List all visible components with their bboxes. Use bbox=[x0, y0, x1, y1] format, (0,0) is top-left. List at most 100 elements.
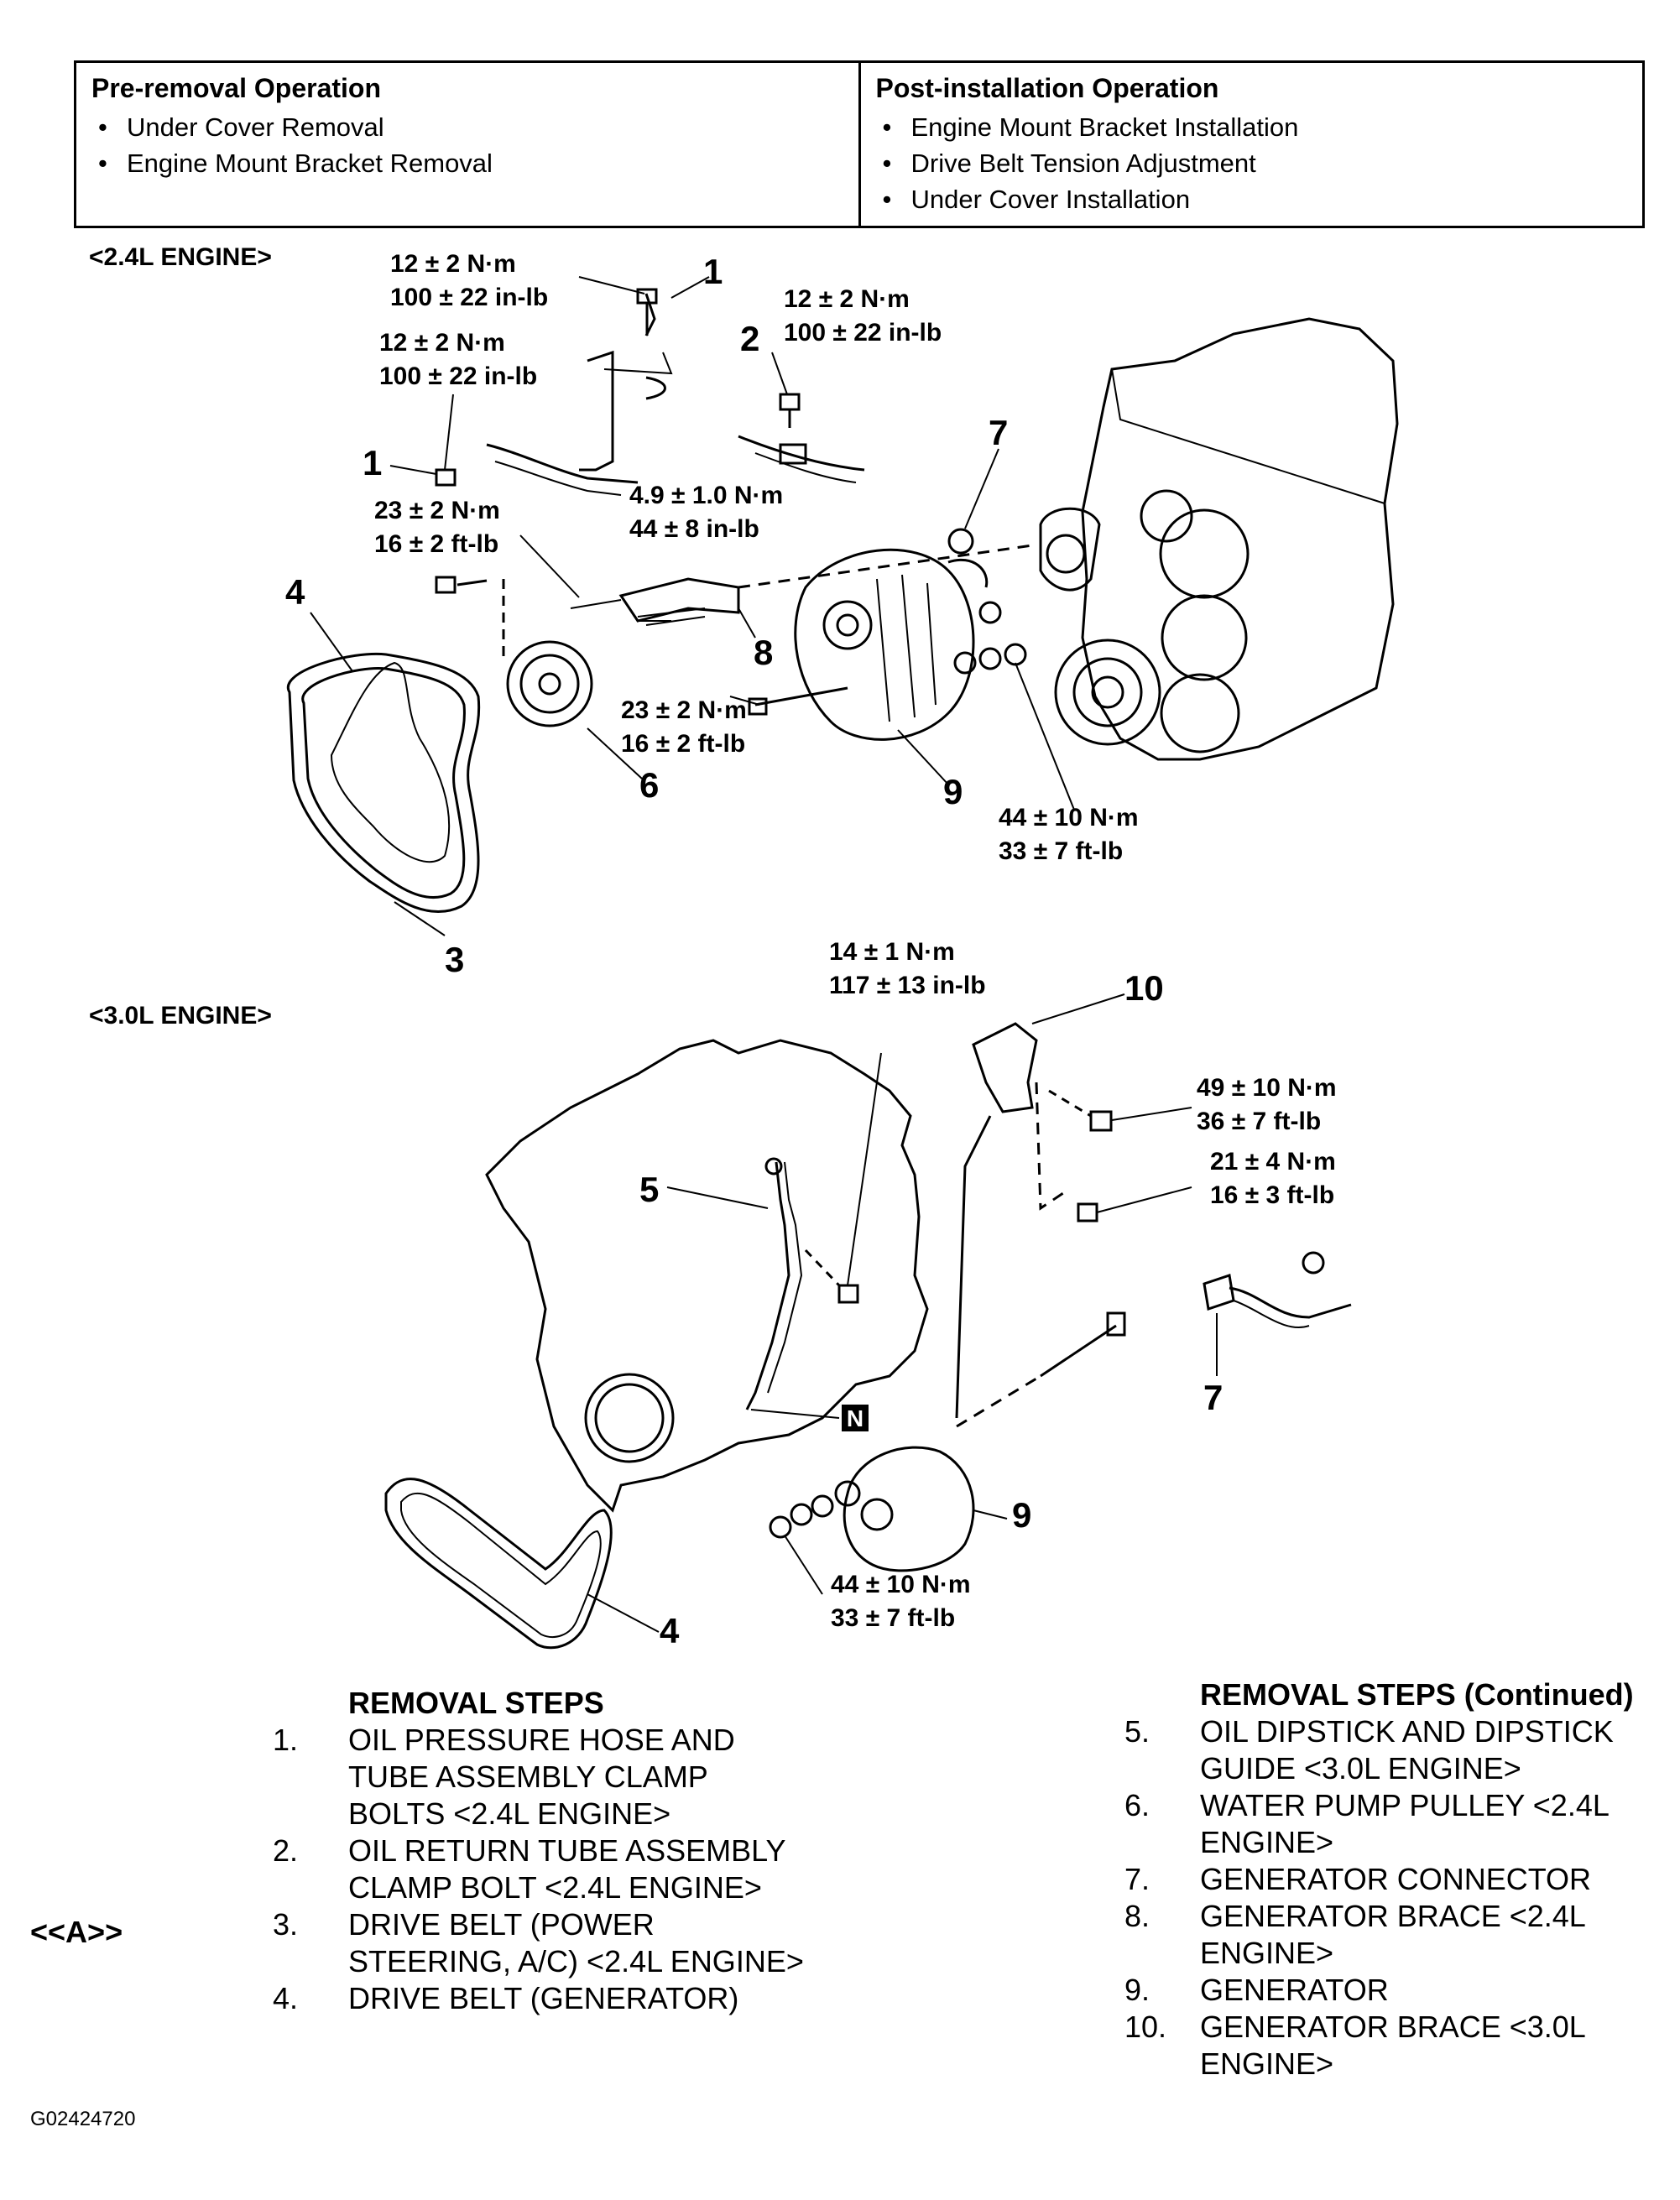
callout-2: 2 bbox=[740, 319, 759, 358]
removal-step: 10. GENERATOR BRACE <3.0L ENGINE> bbox=[1124, 2009, 1634, 2083]
exploded-diagram: N <2.4L ENGINE> 12 ± 2 N·m 100 ± 22 in-l… bbox=[89, 243, 1399, 1650]
procedure-marker: <<A>> bbox=[30, 1915, 123, 1949]
step-text: OIL DIPSTICK AND DIPSTICK GUIDE <3.0L EN… bbox=[1200, 1713, 1614, 1787]
step-number: 5. bbox=[1124, 1714, 1150, 1749]
torque-label: 117 ± 13 in-lb bbox=[829, 972, 986, 999]
step-number: 1. bbox=[273, 1723, 299, 1757]
torque-label: 100 ± 22 in-lb bbox=[390, 284, 548, 311]
figure-id: G02424720 bbox=[30, 2108, 136, 2130]
step-line: DRIVE BELT (POWER bbox=[348, 1907, 655, 1942]
generator-30 bbox=[843, 1446, 975, 1572]
removal-steps: REMOVAL STEPS 1. OIL PRESSURE HOSE AND T… bbox=[273, 1685, 804, 2017]
torque-label: 36 ± 7 ft-lb bbox=[1197, 1108, 1321, 1135]
torque-label: 100 ± 22 in-lb bbox=[379, 362, 537, 390]
step-line: GENERATOR CONNECTOR bbox=[1200, 1862, 1592, 1896]
dipstick bbox=[745, 1161, 790, 1410]
callout-5: 5 bbox=[639, 1170, 659, 1209]
torque-label: 33 ± 7 ft-lb bbox=[831, 1604, 955, 1632]
callout-8: 8 bbox=[754, 633, 773, 672]
torque-label: 33 ± 7 ft-lb bbox=[999, 837, 1123, 865]
step-line: GENERATOR BRACE <2.4L bbox=[1200, 1899, 1586, 1933]
torque-label: 23 ± 2 N·m bbox=[621, 696, 747, 724]
removal-step: 8. GENERATOR BRACE <2.4L ENGINE> bbox=[1124, 1898, 1634, 1972]
step-number: 9. bbox=[1124, 1973, 1150, 2007]
removal-step: 9. GENERATOR bbox=[1124, 1972, 1634, 2009]
post-installation-item: Engine Mount Bracket Installation bbox=[876, 109, 1628, 145]
torque-label: 16 ± 3 ft-lb bbox=[1210, 1181, 1334, 1209]
generator-brace-24 bbox=[618, 577, 740, 623]
torque-label: 21 ± 4 N·m bbox=[1210, 1148, 1336, 1176]
pre-removal-list: Under Cover Removal Engine Mount Bracket… bbox=[91, 109, 843, 181]
step-text: OIL PRESSURE HOSE AND TUBE ASSEMBLY CLAM… bbox=[348, 1722, 735, 1832]
post-installation-column: Post-installation Operation Engine Mount… bbox=[858, 63, 1643, 226]
removal-step: 4. DRIVE BELT (GENERATOR) bbox=[273, 1980, 804, 2017]
callout-10: 10 bbox=[1124, 968, 1164, 1008]
operations-table: Pre-removal Operation Under Cover Remova… bbox=[74, 60, 1645, 228]
pre-removal-item: Under Cover Removal bbox=[91, 109, 843, 145]
torque-label: 4.9 ± 1.0 N·m bbox=[629, 482, 783, 509]
step-line: DRIVE BELT (GENERATOR) bbox=[348, 1981, 739, 2015]
pre-removal-column: Pre-removal Operation Under Cover Remova… bbox=[76, 63, 858, 226]
water-pump-pulley bbox=[506, 640, 593, 727]
step-line: WATER PUMP PULLEY <2.4L bbox=[1200, 1788, 1610, 1822]
step-text: GENERATOR CONNECTOR bbox=[1200, 1861, 1591, 1898]
torque-label: 12 ± 2 N·m bbox=[390, 250, 516, 278]
callout-6: 6 bbox=[639, 765, 659, 805]
torque-label: 49 ± 10 N·m bbox=[1197, 1074, 1337, 1102]
callout-9: 9 bbox=[943, 772, 963, 811]
torque-label: 16 ± 2 ft-lb bbox=[621, 730, 745, 758]
step-text: WATER PUMP PULLEY <2.4L ENGINE> bbox=[1200, 1787, 1610, 1861]
step-text: GENERATOR BRACE <3.0L ENGINE> bbox=[1200, 2009, 1586, 2083]
post-installation-list: Engine Mount Bracket Installation Drive … bbox=[876, 109, 1628, 217]
engine-label-24: <2.4L ENGINE> bbox=[89, 243, 272, 271]
engine-label-30: <3.0L ENGINE> bbox=[89, 1002, 272, 1030]
step-line: OIL PRESSURE HOSE AND bbox=[348, 1723, 735, 1757]
step-text: DRIVE BELT (GENERATOR) bbox=[348, 1980, 738, 2017]
torque-label: 12 ± 2 N·m bbox=[784, 285, 910, 313]
step-line: GUIDE <3.0L ENGINE> bbox=[1200, 1751, 1521, 1786]
step-line: STEERING, A/C) <2.4L ENGINE> bbox=[348, 1944, 804, 1978]
removal-step: 3. DRIVE BELT (POWER STEERING, A/C) <2.4… bbox=[273, 1906, 804, 1980]
step-number: 4. bbox=[273, 1981, 299, 2015]
removal-step: 5. OIL DIPSTICK AND DIPSTICK GUIDE <3.0L… bbox=[1124, 1713, 1634, 1787]
pre-removal-title: Pre-removal Operation bbox=[91, 73, 381, 103]
drive-belt-ps-ac-24 bbox=[330, 661, 451, 863]
callout-7: 7 bbox=[989, 413, 1008, 452]
torque-label: 100 ± 22 in-lb bbox=[784, 319, 942, 347]
step-line: GENERATOR BRACE <3.0L bbox=[1200, 2010, 1586, 2044]
n-box-label: N bbox=[847, 1405, 863, 1431]
torque-label: 44 ± 10 N·m bbox=[999, 804, 1139, 832]
step-number: 10. bbox=[1124, 2010, 1167, 2044]
step-line: GENERATOR bbox=[1200, 1973, 1389, 2007]
removal-steps-continued-title: REMOVAL STEPS (Continued) bbox=[1200, 1677, 1634, 1712]
callout-3: 3 bbox=[445, 940, 464, 979]
torque-label: 12 ± 2 N·m bbox=[379, 329, 505, 357]
step-text: DRIVE BELT (POWER STEERING, A/C) <2.4L E… bbox=[348, 1906, 804, 1980]
step-number: 7. bbox=[1124, 1862, 1150, 1896]
step-line: OIL DIPSTICK AND DIPSTICK bbox=[1200, 1714, 1614, 1749]
step-number: 2. bbox=[273, 1833, 299, 1868]
torque-label: 44 ± 8 in-lb bbox=[629, 515, 759, 543]
removal-step: 7. GENERATOR CONNECTOR bbox=[1124, 1861, 1634, 1898]
torque-label: 23 ± 2 N·m bbox=[374, 497, 500, 524]
step-text: OIL RETURN TUBE ASSEMBLY CLAMP BOLT <2.4… bbox=[348, 1832, 785, 1906]
callout-1: 1 bbox=[703, 252, 723, 291]
callout-4: 4 bbox=[660, 1611, 680, 1650]
step-line: ENGINE> bbox=[1200, 2046, 1334, 2081]
removal-step: 6. WATER PUMP PULLEY <2.4L ENGINE> bbox=[1124, 1787, 1634, 1861]
removal-step: 1. OIL PRESSURE HOSE AND TUBE ASSEMBLY C… bbox=[273, 1722, 804, 1832]
post-installation-item: Drive Belt Tension Adjustment bbox=[876, 145, 1628, 181]
step-line: CLAMP BOLT <2.4L ENGINE> bbox=[348, 1870, 762, 1905]
callout-1: 1 bbox=[363, 443, 382, 482]
step-line: ENGINE> bbox=[1200, 1936, 1334, 1970]
generator-brace-30 bbox=[972, 1022, 1038, 1113]
post-installation-title: Post-installation Operation bbox=[875, 73, 1219, 103]
step-line: ENGINE> bbox=[1200, 1825, 1334, 1859]
callout-4: 4 bbox=[285, 572, 305, 612]
generator-24 bbox=[794, 548, 975, 741]
step-text: GENERATOR bbox=[1200, 1972, 1389, 2009]
step-text: GENERATOR BRACE <2.4L ENGINE> bbox=[1200, 1898, 1586, 1972]
step-line: OIL RETURN TUBE ASSEMBLY bbox=[348, 1833, 786, 1868]
step-line: BOLTS <2.4L ENGINE> bbox=[348, 1796, 671, 1831]
drive-belt-generator-24 bbox=[286, 652, 481, 914]
